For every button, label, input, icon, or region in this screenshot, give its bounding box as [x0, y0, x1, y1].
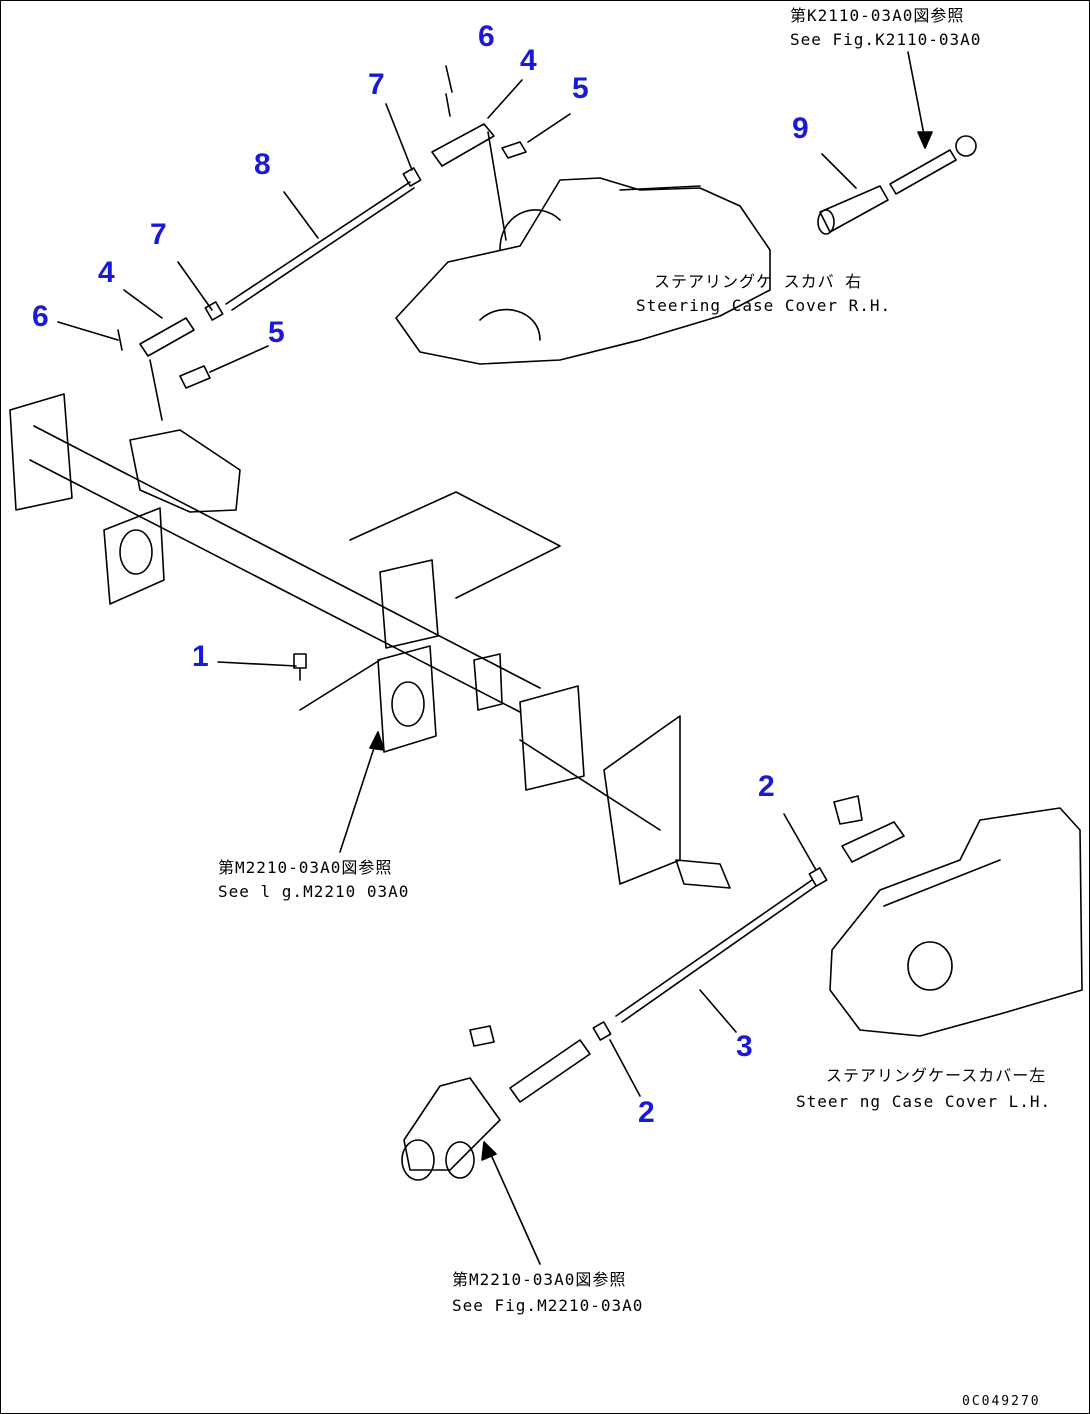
- callout-6: 6: [32, 300, 49, 333]
- callout-4: 4: [98, 256, 115, 289]
- leader-lines: [57, 51, 926, 1265]
- frame-fragment: [603, 715, 731, 889]
- part-9-rod-end: [817, 135, 977, 235]
- ref-steering-lh-jp: ステアリングケースカバー左: [826, 1066, 1047, 1085]
- ref-top-right-jp: 第K2110-03A0図参照: [790, 6, 965, 25]
- upper-rod-assembly: [117, 93, 527, 421]
- callout-5: 5: [572, 72, 589, 105]
- ref-bottom-en: See Fig.M2210-03A0: [452, 1296, 644, 1315]
- bottom-lever: [401, 1077, 501, 1181]
- callout-8: 8: [254, 148, 271, 181]
- callout-5: 5: [268, 316, 285, 349]
- ref-top-right-en: See Fig.K2110-03A0: [790, 30, 982, 49]
- steering-case-cover-rh: [395, 177, 771, 365]
- callout-2: 2: [758, 770, 775, 803]
- ref-steering-rh-jp: ステアリングケ スカバ 右: [654, 272, 863, 291]
- ref-steering-rh-en: Steering Case Cover R.H.: [636, 296, 892, 315]
- steering-case-cover-lh: [829, 807, 1083, 1037]
- callout-7: 7: [150, 218, 167, 251]
- callout-4: 4: [520, 44, 537, 77]
- arrowheads: [369, 131, 933, 1161]
- drawing-code: 0C049270: [962, 1394, 1041, 1409]
- ref-mid-jp: 第M2210-03A0図参照: [218, 858, 393, 877]
- callout-3: 3: [736, 1030, 753, 1063]
- callout-9: 9: [792, 112, 809, 145]
- ref-mid-en: See l g.M2210 03A0: [218, 882, 410, 901]
- callout-6: 6: [478, 20, 495, 53]
- lower-rod-assembly: [469, 795, 905, 1103]
- callout-2: 2: [638, 1096, 655, 1129]
- cross-shaft-assembly: [9, 393, 661, 831]
- part-1-fitting: [293, 653, 307, 681]
- callout-1: 1: [192, 640, 209, 673]
- ref-steering-lh-en: Steer ng Case Cover L.H.: [796, 1092, 1052, 1111]
- ref-bottom-jp: 第M2210-03A0図参照: [452, 1270, 627, 1289]
- callout-7: 7: [368, 68, 385, 101]
